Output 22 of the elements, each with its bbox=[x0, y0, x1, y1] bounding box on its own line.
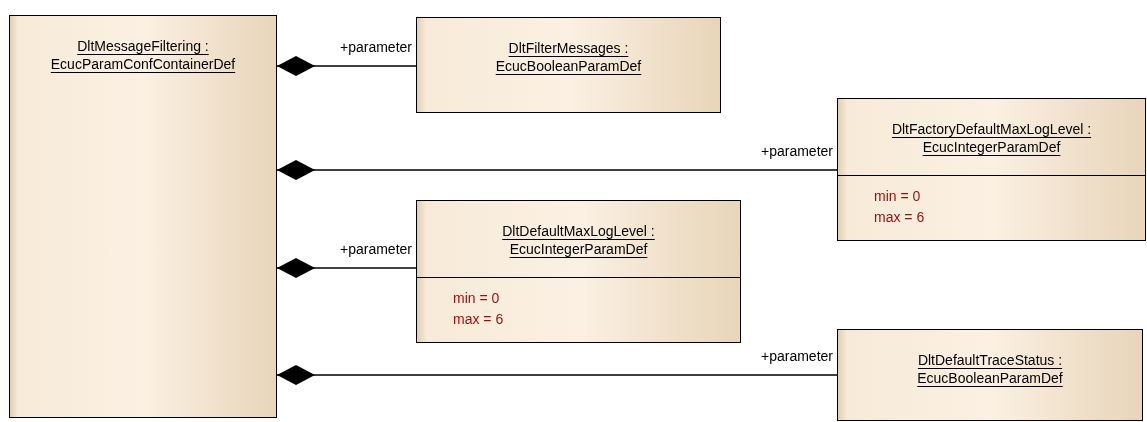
class-name: DltFilterMessages : EcucBooleanParamDef bbox=[494, 39, 643, 75]
class-name: DltDefaultTraceStatus : EcucBooleanParamDef bbox=[916, 351, 1064, 387]
attribute-text: min = 0 bbox=[874, 187, 922, 205]
class-name: DltDefaultMaxLogLevel : EcucIntegerParamDef bbox=[501, 222, 656, 258]
edge-label: +parameter bbox=[340, 40, 412, 54]
class-box bbox=[837, 329, 1143, 421]
class-box bbox=[416, 17, 721, 113]
edge-label: +parameter bbox=[340, 242, 412, 256]
attribute-text: max = 6 bbox=[874, 208, 925, 226]
composition-line bbox=[276, 258, 417, 278]
composition-line bbox=[276, 160, 838, 180]
attribute-text: max = 6 bbox=[453, 310, 504, 328]
class-name: DltMessageFiltering : EcucParamConfContainerDef bbox=[49, 37, 237, 73]
edge-label: +parameter bbox=[761, 144, 833, 158]
attribute-text: min = 0 bbox=[453, 289, 501, 307]
composition-line bbox=[276, 56, 417, 76]
class-box bbox=[9, 15, 277, 418]
class-box bbox=[837, 98, 1146, 241]
composition-line bbox=[276, 365, 838, 385]
edge-label: +parameter bbox=[761, 349, 833, 363]
class-name: DltFactoryDefaultMaxLogLevel : EcucIntegerParamDef bbox=[890, 120, 1093, 156]
class-box bbox=[416, 200, 741, 343]
